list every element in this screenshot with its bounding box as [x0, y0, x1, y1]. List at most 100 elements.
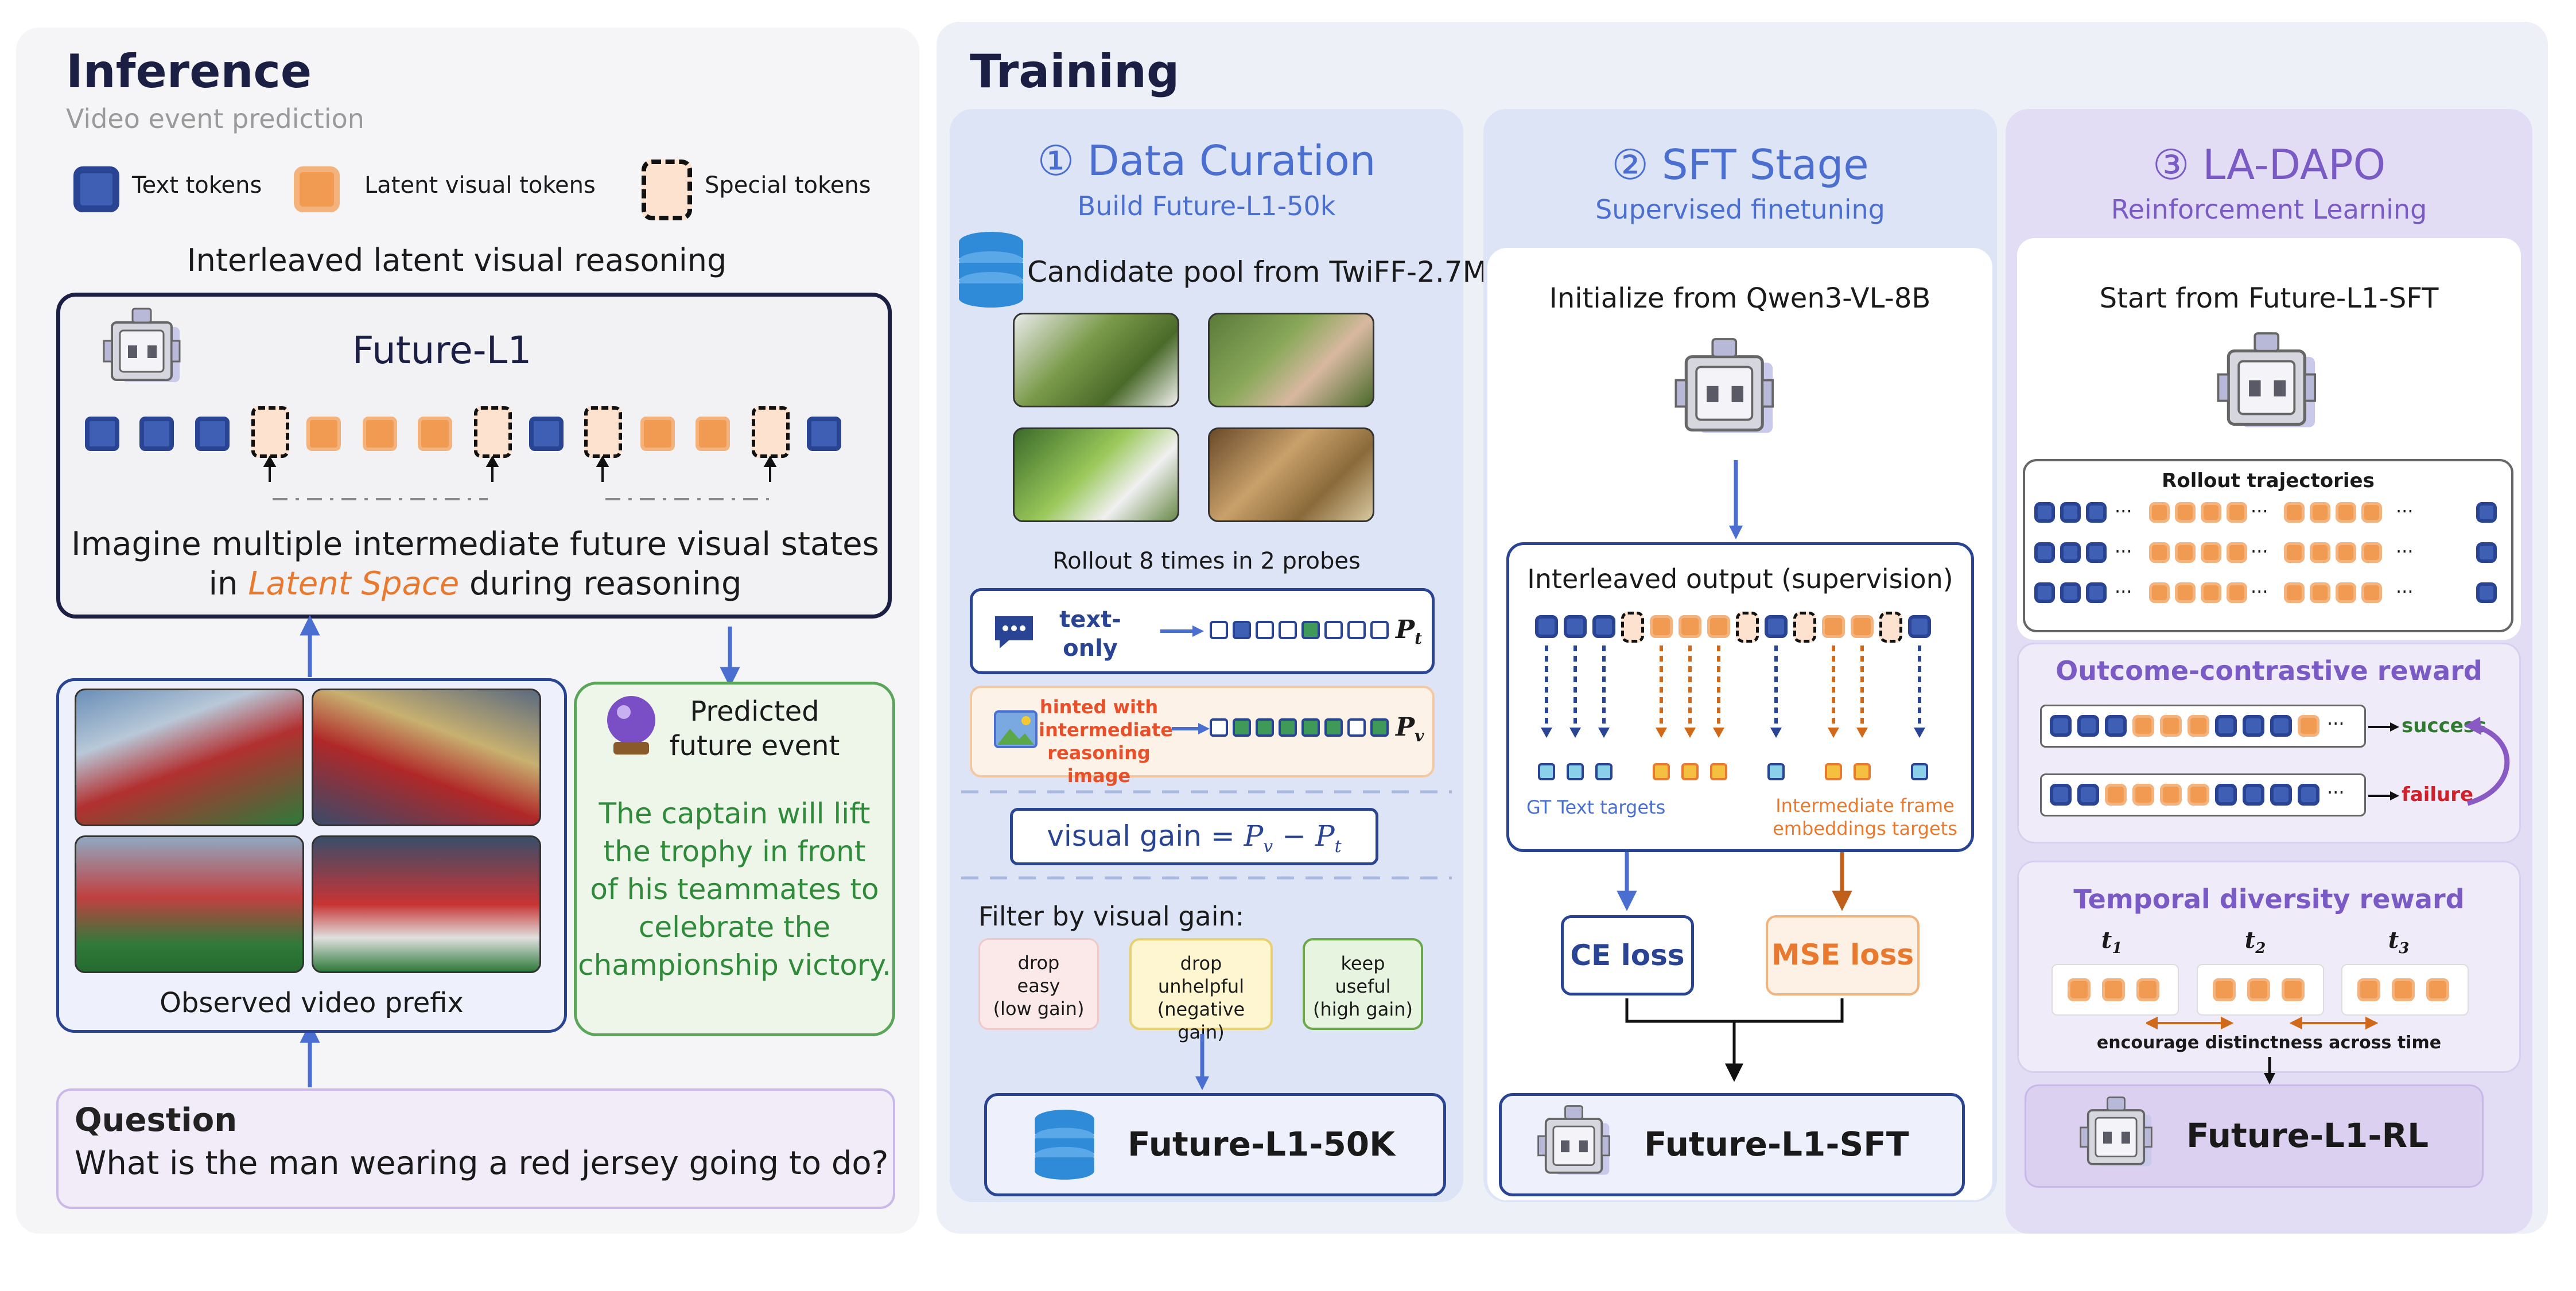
token-text — [1592, 615, 1615, 638]
token-small — [1370, 621, 1389, 639]
image-icon — [994, 710, 1038, 748]
token-text — [2270, 784, 2292, 806]
ellipsis: ··· — [2396, 500, 2414, 522]
token-special — [1879, 612, 1902, 643]
interleaved-output-title: Interleaved output (supervision) — [1527, 563, 1953, 594]
hinted-arrow — [1172, 723, 1210, 734]
filter-line: (high gain) — [1313, 998, 1413, 1020]
token-special — [474, 406, 512, 458]
intermediate-line-1: Intermediate frame — [1775, 795, 1955, 816]
interleaved-heading: Interleaved latent visual reasoning — [187, 242, 727, 278]
token-latent — [2149, 542, 2170, 563]
pv-symbol: Pv — [1396, 713, 1424, 745]
pv-letter: P — [1244, 819, 1264, 853]
latent-span-arrows — [263, 455, 777, 500]
token-latent — [2201, 502, 2221, 523]
question-label: Question — [75, 1102, 238, 1139]
token-latent — [2227, 582, 2247, 603]
ellipsis: ··· — [2327, 781, 2345, 803]
token-text — [2034, 582, 2055, 603]
loss-arrows — [1617, 852, 1852, 1082]
token-latent — [2392, 978, 2415, 1001]
rl-output-arrow — [2264, 1057, 2275, 1084]
database-icon — [959, 232, 1023, 308]
token-latent — [2336, 542, 2356, 563]
question-box — [56, 1088, 895, 1209]
contrast-curve-arrow — [2464, 717, 2510, 806]
frame-target — [1681, 763, 1699, 780]
token-text — [139, 417, 174, 451]
token-latent — [2284, 542, 2305, 563]
token-latent — [2336, 582, 2356, 603]
distinctness-arrows — [2146, 1016, 2379, 1030]
filter-arrow — [1195, 1034, 1209, 1090]
token-latent — [2132, 715, 2154, 737]
gt-text-target — [1538, 763, 1555, 780]
token-text — [2050, 715, 2072, 737]
legend-latent-token — [294, 166, 340, 212]
future-l1-rl-label: Future-L1-RL — [2186, 1116, 2429, 1155]
pt-sub: t — [1334, 837, 1342, 857]
token-text — [2086, 542, 2107, 563]
token-latent — [2175, 582, 2196, 603]
temporal-reward-title: Temporal diversity reward — [2073, 884, 2465, 915]
frame-target — [1710, 763, 1727, 780]
ce-loss-box: CE loss — [1561, 915, 1694, 996]
gt-text-label: GT Text targets — [1526, 796, 1666, 818]
token-latent — [2136, 978, 2159, 1001]
token-latent — [2336, 502, 2356, 523]
token-small — [1210, 718, 1228, 737]
ellipsis: ··· — [2396, 581, 2414, 602]
token-small — [1301, 621, 1320, 639]
robot-icon — [2217, 332, 2317, 427]
t-sub: 1 — [2112, 940, 2123, 957]
text-only-line-1: text- — [1059, 606, 1121, 633]
video-frame-3 — [75, 835, 304, 973]
imagine-line-2-pre: in — [208, 565, 248, 602]
token-latent — [1707, 615, 1730, 638]
filter-line: drop — [1017, 952, 1060, 974]
token-latent — [2213, 978, 2236, 1001]
token-latent — [2282, 978, 2305, 1001]
inference-subtitle: Video event prediction — [66, 103, 364, 134]
ellipsis: ··· — [2251, 581, 2268, 602]
gt-text-target — [1767, 763, 1785, 780]
token-text — [2215, 715, 2237, 737]
token-latent — [2188, 784, 2209, 806]
candidate-image-4 — [1208, 427, 1374, 522]
token-text — [2050, 784, 2072, 806]
token-latent — [1650, 615, 1673, 638]
ellipsis: ··· — [2115, 500, 2132, 522]
token-latent — [696, 417, 730, 451]
predicted-line: the trophy in front — [603, 835, 866, 868]
pv-term: Pv − Pt — [1244, 819, 1342, 857]
hinted-label: hinted with intermediate reasoning image — [1039, 695, 1173, 787]
filter-line: drop — [1180, 952, 1222, 974]
legend-special-token — [642, 160, 692, 220]
token-latent — [2284, 502, 2305, 523]
token-latent — [2201, 582, 2221, 603]
token-small — [1210, 621, 1228, 639]
failure-arrow — [2368, 791, 2399, 800]
robot-icon — [2080, 1096, 2153, 1166]
encourage-label: encourage distinctness across time — [2096, 1033, 2442, 1053]
token-small — [1347, 718, 1366, 737]
visual-gain-formula: visual gain = Pv − Pt — [1010, 819, 1378, 857]
token-latent — [1679, 615, 1701, 638]
token-text — [2034, 502, 2055, 523]
token-text — [2077, 784, 2099, 806]
filter-line: (low gain) — [993, 998, 1085, 1020]
crystal-ball-icon — [607, 696, 655, 755]
pv-sub: v — [1415, 726, 1424, 745]
token-latent — [2175, 502, 2196, 523]
video-frame-4 — [312, 835, 541, 973]
filter-drop-unhelpful: drop unhelpful (negative gain) — [1129, 938, 1273, 1043]
database-icon — [1035, 1110, 1094, 1180]
imagine-line-2: in Latent Space during reasoning — [57, 565, 893, 602]
token-latent — [2361, 502, 2382, 523]
interleaved-output-box — [1506, 542, 1974, 852]
predicted-line: of his teammates to — [590, 873, 879, 906]
token-latent — [2298, 715, 2319, 737]
ellipsis: ··· — [2327, 713, 2345, 734]
token-latent — [2357, 978, 2380, 1001]
